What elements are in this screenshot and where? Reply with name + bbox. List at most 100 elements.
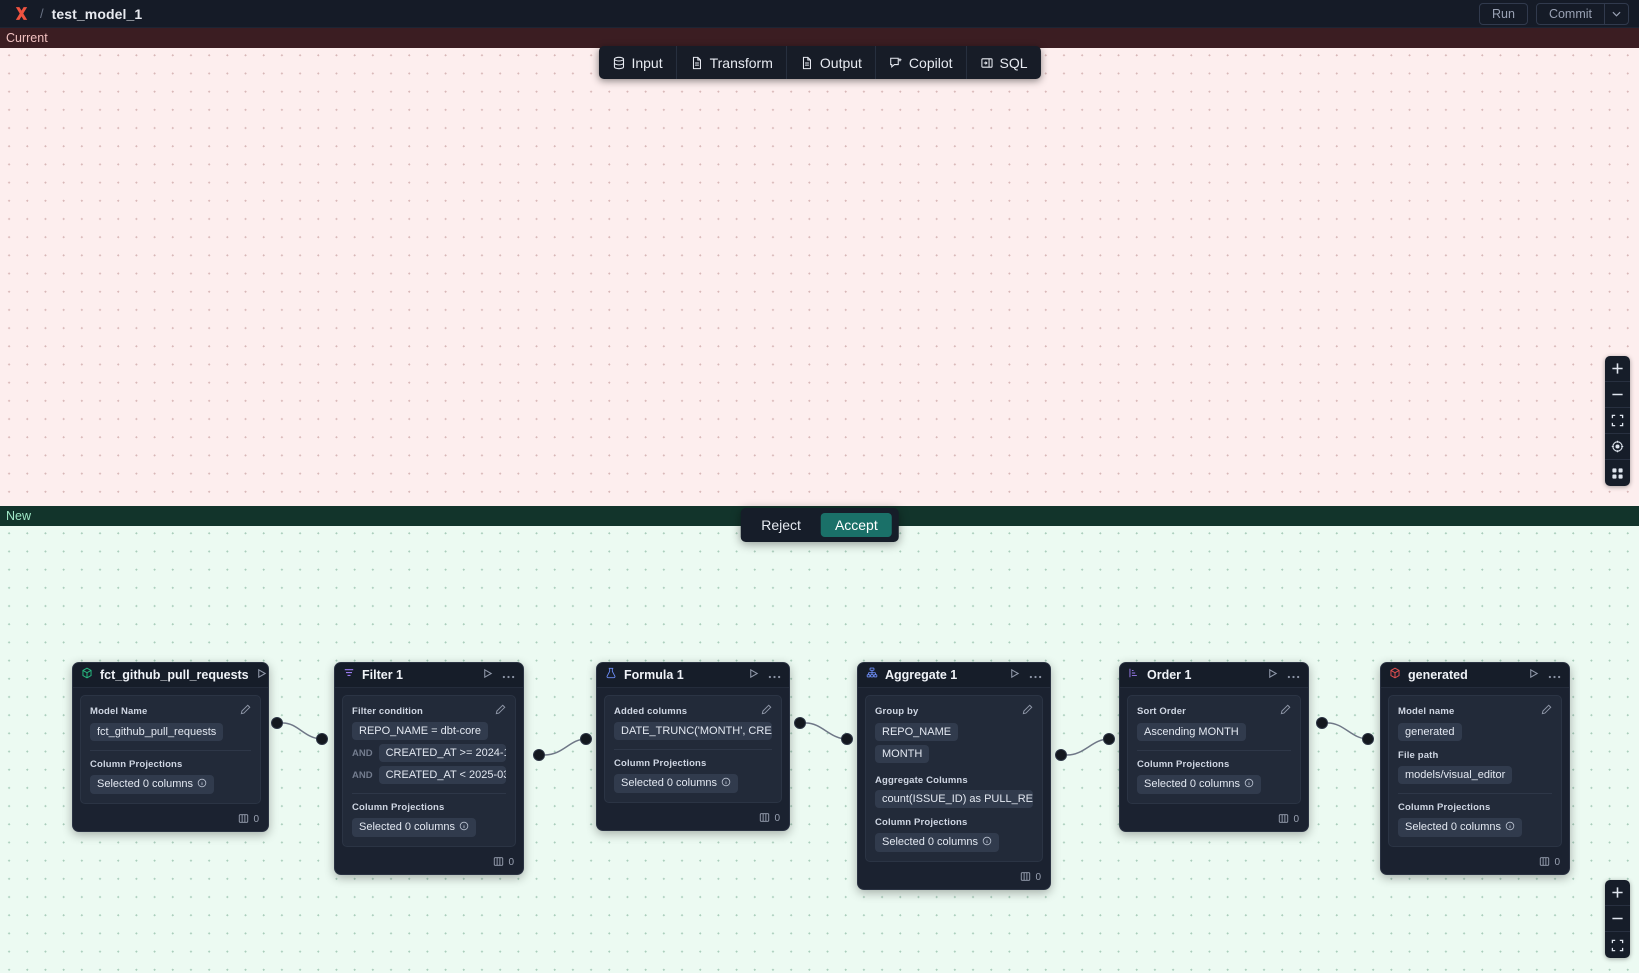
canvas-pane-new[interactable]: fct_github_pull_requests Model Name fct_… (0, 506, 1639, 973)
file-path-chip[interactable]: models/visual_editor (1398, 766, 1513, 784)
connector-dot (794, 717, 806, 729)
edit-pencil-icon[interactable] (1541, 704, 1552, 718)
mode-toolbar[interactable]: Input Transform Output Copilot (598, 46, 1041, 79)
row-count: 0 (1554, 857, 1560, 868)
zoom-controls-new[interactable] (1605, 880, 1630, 958)
diff-actions-bar[interactable]: Reject Accept (740, 508, 899, 542)
node-aggregate-1[interactable]: Aggregate 1 Group by REPO_NAME MONTH Agg… (857, 662, 1051, 890)
fit-screen-icon[interactable] (1605, 932, 1630, 958)
info-icon[interactable] (1244, 778, 1254, 791)
condition-chip[interactable]: CREATED_AT >= 2024-12-01 (378, 744, 506, 762)
cube-icon-green (81, 666, 93, 684)
sort-icon-purple (1128, 666, 1140, 684)
group-by-chip[interactable]: REPO_NAME (875, 723, 959, 741)
play-icon[interactable] (482, 666, 493, 684)
commit-button-group[interactable]: Commit (1535, 2, 1629, 25)
filter-condition-row: AND CREATED_AT < 2025-03-01 (352, 766, 506, 784)
node-title: fct_github_pull_requests (100, 668, 249, 682)
node-header[interactable]: Formula 1 (597, 663, 789, 688)
node-footer: 0 (597, 810, 789, 830)
zoom-in-button[interactable] (1605, 356, 1630, 382)
recenter-icon[interactable] (1605, 434, 1630, 460)
play-icon[interactable] (1267, 666, 1278, 684)
node-fct-github-pull-requests[interactable]: fct_github_pull_requests Model Name fct_… (72, 662, 269, 832)
condition-chip[interactable]: CREATED_AT < 2025-03-01 (378, 766, 506, 784)
commit-button[interactable]: Commit (1548, 6, 1592, 21)
info-icon[interactable] (1505, 821, 1515, 834)
node-filter-1[interactable]: Filter 1 Filter condition REPO_NAME = db… (334, 662, 524, 875)
edit-pencil-icon[interactable] (240, 704, 251, 718)
info-icon[interactable] (982, 836, 992, 849)
more-horizontal-icon[interactable] (1029, 666, 1042, 684)
edit-pencil-icon[interactable] (761, 704, 772, 718)
aggregate-column-chip[interactable]: count(ISSUE_ID) as PULL_REQUEST_… (875, 790, 1033, 808)
column-projection-chip[interactable]: Selected 0 columns (1137, 774, 1261, 794)
node-header[interactable]: Order 1 (1120, 663, 1308, 688)
play-icon[interactable] (748, 666, 759, 684)
model-name-chip[interactable]: generated (1398, 723, 1462, 741)
connector-dot (1362, 733, 1374, 745)
play-icon[interactable] (256, 666, 267, 684)
reject-button[interactable]: Reject (747, 513, 815, 537)
zoom-out-button[interactable] (1605, 906, 1630, 932)
added-column-chip[interactable]: DATE_TRUNC('MONTH', CREATED_AT… (614, 722, 772, 740)
section-label: Column Projections (1137, 759, 1230, 770)
info-icon[interactable] (197, 778, 207, 791)
section-label: Aggregate Columns (875, 775, 968, 786)
tab-copilot[interactable]: Copilot (876, 46, 967, 79)
value-chip[interactable]: fct_github_pull_requests (90, 723, 224, 741)
app-logo-icon[interactable] (10, 3, 32, 25)
group-by-chip[interactable]: MONTH (875, 745, 930, 763)
zoom-out-button[interactable] (1605, 382, 1630, 408)
zoom-in-button[interactable] (1605, 880, 1630, 906)
node-footer: 0 (1120, 811, 1308, 831)
column-projection-chip[interactable]: Selected 0 columns (1398, 817, 1522, 837)
node-header[interactable]: Filter 1 (335, 663, 523, 688)
condition-operator: AND (352, 747, 373, 759)
connector-dot (841, 733, 853, 745)
tab-sql[interactable]: SQL (967, 46, 1041, 79)
chevron-down-icon[interactable] (1604, 3, 1628, 24)
edit-pencil-icon[interactable] (1280, 704, 1291, 718)
node-body: Added columns DATE_TRUNC('MONTH', CREATE… (604, 695, 782, 803)
node-header[interactable]: generated (1381, 663, 1569, 688)
run-button[interactable]: Run (1479, 2, 1528, 25)
breadcrumb-separator: / (40, 6, 44, 21)
column-projection-chip[interactable]: Selected 0 columns (875, 832, 999, 852)
column-projection-chip[interactable]: Selected 0 columns (614, 773, 738, 793)
play-icon[interactable] (1009, 666, 1020, 684)
section-column-projections: Column Projections Selected 0 columns (1137, 750, 1291, 794)
info-icon[interactable] (721, 777, 731, 790)
pane-label-current: Current (0, 28, 1639, 48)
play-icon[interactable] (1528, 666, 1539, 684)
grid-icon[interactable] (1605, 460, 1630, 486)
column-projection-chip[interactable]: Selected 0 columns (352, 817, 476, 837)
section-label: Column Projections (875, 817, 968, 828)
canvas-pane-current[interactable] (0, 28, 1639, 506)
column-projection-chip[interactable]: Selected 0 columns (90, 774, 214, 794)
fit-screen-icon[interactable] (1605, 408, 1630, 434)
tab-output[interactable]: Output (787, 46, 876, 79)
more-horizontal-icon[interactable] (502, 666, 515, 684)
section-file-path: File path models/visual_editor (1398, 750, 1552, 784)
more-horizontal-icon[interactable] (1287, 666, 1300, 684)
more-horizontal-icon[interactable] (1548, 666, 1561, 684)
more-horizontal-icon[interactable] (768, 666, 781, 684)
info-icon[interactable] (459, 821, 469, 834)
row-count: 0 (1035, 872, 1041, 883)
node-order-1[interactable]: Order 1 Sort Order Ascending MONTH Colum… (1119, 662, 1309, 832)
edit-pencil-icon[interactable] (495, 704, 506, 718)
sort-order-chip[interactable]: Ascending MONTH (1137, 723, 1246, 741)
zoom-controls-current[interactable] (1605, 356, 1630, 486)
node-header[interactable]: Aggregate 1 (858, 663, 1050, 688)
tab-transform[interactable]: Transform (677, 46, 787, 79)
node-formula-1[interactable]: Formula 1 Added columns DATE_TRUNC('MONT… (596, 662, 790, 831)
section-label: Group by (875, 704, 1033, 718)
connector-dot (1103, 733, 1115, 745)
accept-button[interactable]: Accept (820, 513, 892, 537)
tab-input[interactable]: Input (598, 46, 677, 79)
edit-pencil-icon[interactable] (1022, 704, 1033, 718)
node-header[interactable]: fct_github_pull_requests (73, 663, 268, 688)
condition-chip[interactable]: REPO_NAME = dbt-core (352, 722, 488, 740)
node-generated[interactable]: generated Model name generated File path… (1380, 662, 1570, 875)
